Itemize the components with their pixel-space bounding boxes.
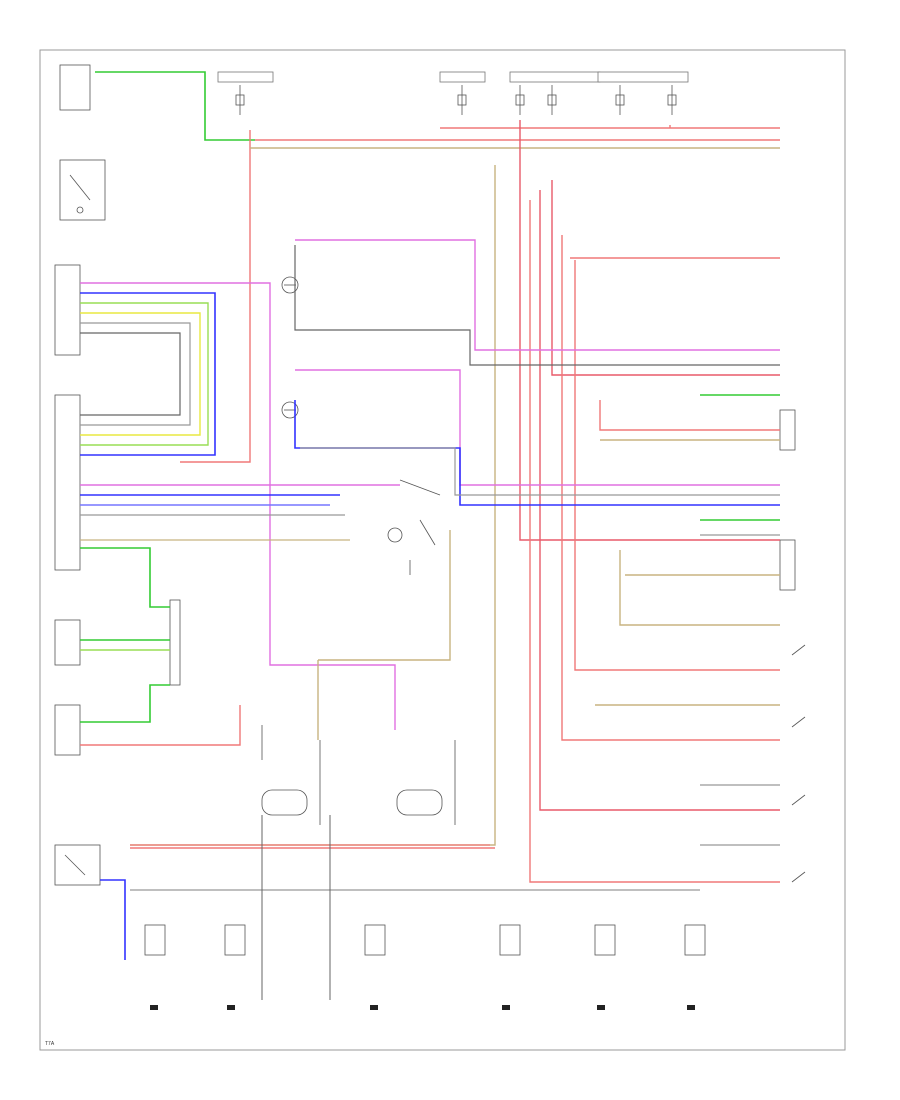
center-switch [399,479,441,496]
wire-red-35 [80,705,241,746]
steering-module-box [54,619,81,666]
lamp-1 [144,924,166,956]
fuse-box-3 [509,71,601,115]
wire-red-10 [574,260,780,671]
lamp-4 [499,924,521,956]
wire-lightgreen-22 [80,302,209,446]
ground-5 [597,1005,605,1010]
wire-gray-24 [80,322,191,426]
door-switch-2 [791,716,806,728]
wire-darkgray-16 [294,245,780,366]
wire-gray-19 [300,447,780,496]
fuse-box-2 [439,71,486,115]
lamp-3 [364,924,386,956]
rear-module-box [54,704,81,756]
wire-violet-17 [295,369,780,486]
left-front-door-module [779,539,796,591]
wire-blue-18 [294,400,780,506]
footer-code: T7A [45,1041,55,1047]
lamp-2 [224,924,246,956]
bottom-lamps [144,924,706,1010]
fuse-box-1 [217,71,274,115]
right-door-lamp [281,276,299,294]
fuse-box-4 [597,71,689,115]
right-components [779,409,806,883]
center-components [261,276,456,825]
wire-red-42 [599,400,780,431]
lamp-5 [594,924,616,956]
wire-pink_red-8 [551,180,780,376]
wire-darkgray-25 [80,332,181,416]
ground-2 [227,1005,235,1010]
ignition-switch-box [59,159,106,221]
wire-violet-20 [80,282,396,730]
headlamp-switch-box [59,64,91,111]
wire-tan-36 [318,530,451,661]
trunk-switch-box [54,844,101,886]
wire-blue-21 [80,292,216,456]
wire-green-31 [80,547,170,608]
wire-yellow-23 [80,312,201,436]
ground-4 [502,1005,510,1010]
wire-violet-15 [295,239,780,351]
wire-red-1 [180,130,251,463]
wire-pink_red-7 [539,190,780,811]
ground-connector-block [169,599,181,686]
left-door-lamp [281,401,299,419]
central-electronic-module-a [54,264,81,356]
wire-layer [80,71,780,1000]
ground-1 [150,1005,158,1010]
front-right-lamp-unit [396,789,443,816]
left-components [54,64,181,886]
door-switch-4 [791,871,806,883]
diagram-frame [39,49,846,1051]
wire-red-9 [529,200,780,883]
wire-pink_red-6 [519,120,780,541]
lamp-6 [684,924,706,956]
right-front-door-module [779,409,796,451]
door-switch-1 [791,644,806,656]
central-electronic-module-b [54,394,81,571]
wire-green-34 [80,684,170,723]
fuse-block-group [217,71,689,115]
ground-6 [687,1005,695,1010]
ground-3 [370,1005,378,1010]
wire-tan-41 [619,550,780,626]
wire-green-0 [95,71,255,141]
front-left-lamp-unit [261,789,308,816]
door-switch-3 [791,794,806,806]
wire-blue-38 [100,879,126,960]
wire-red-12 [561,235,780,741]
